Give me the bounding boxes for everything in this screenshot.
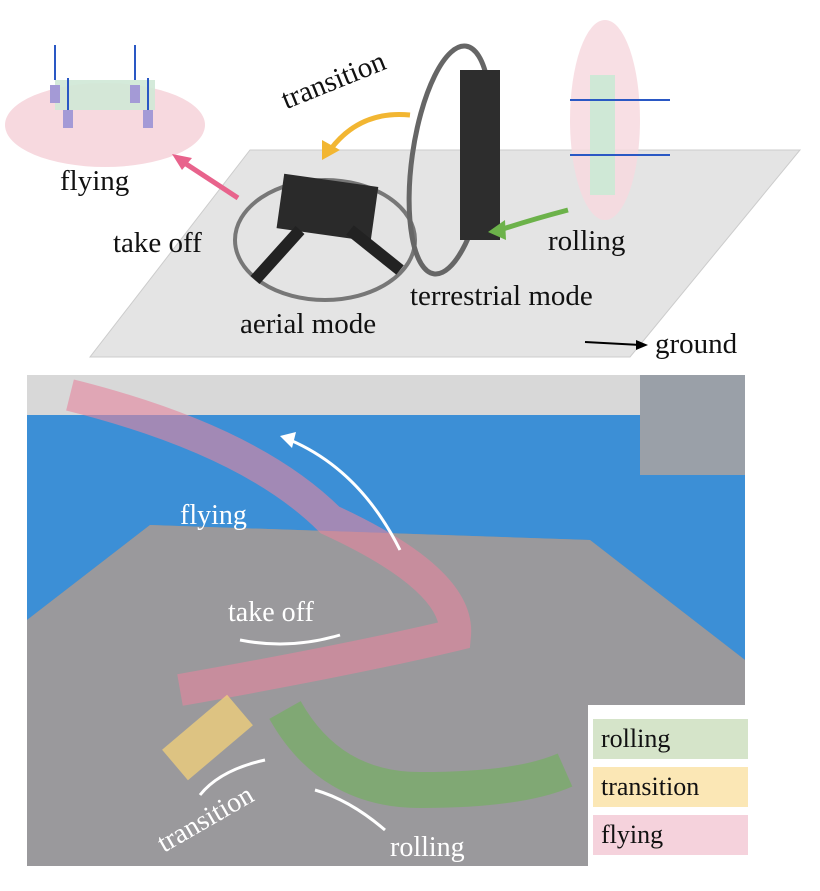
rolling-robot-schematic bbox=[590, 75, 615, 195]
photo-label-take-off: take off bbox=[228, 597, 314, 628]
label-aerial-mode: aerial mode bbox=[240, 308, 377, 340]
transition-arrow bbox=[328, 111, 411, 152]
photo-transition-arrow bbox=[198, 758, 266, 796]
rotor-motors bbox=[50, 85, 153, 128]
flying-trajectory-band bbox=[66, 379, 472, 706]
rolling-trajectory-band bbox=[269, 700, 573, 809]
blue-mat bbox=[27, 415, 745, 660]
photo-label-rolling: rolling bbox=[390, 832, 465, 863]
ground-arrow bbox=[584, 341, 641, 346]
legend-flying: flying bbox=[593, 815, 748, 855]
photo-flying-arrow bbox=[289, 438, 402, 551]
rolling-arrow bbox=[499, 207, 569, 233]
label-rolling: rolling bbox=[548, 225, 626, 257]
take-off-arrow bbox=[178, 157, 240, 201]
transition-trajectory-band bbox=[162, 694, 253, 781]
thrust-arrows bbox=[54, 45, 149, 110]
legend-transition: transition bbox=[593, 767, 748, 807]
legend: rolling transition flying bbox=[588, 705, 748, 866]
photo-rolling-arrow bbox=[314, 788, 386, 832]
photo-label-flying: flying bbox=[180, 500, 247, 531]
label-flying: flying bbox=[60, 165, 130, 197]
legend-rolling: rolling bbox=[593, 719, 748, 759]
photo-take-off-arrow bbox=[239, 633, 341, 646]
label-ground: ground bbox=[655, 328, 738, 360]
label-take-off: take off bbox=[113, 227, 202, 259]
label-terrestrial-mode: terrestrial mode bbox=[410, 280, 593, 312]
